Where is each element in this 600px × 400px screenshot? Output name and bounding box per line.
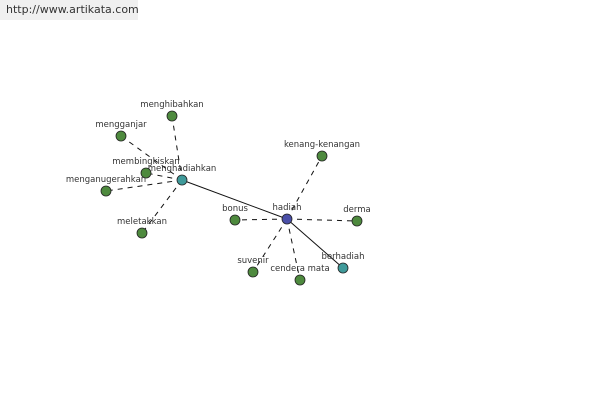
node-menghibahkan[interactable]: menghibahkan [140,100,204,122]
node-suvenir[interactable]: suvenir [237,256,269,278]
node-circle[interactable] [351,215,363,227]
node-meletakkan[interactable]: meletakkan [117,217,167,239]
node-label: derma [343,205,370,215]
node-circle[interactable] [337,262,349,274]
node-circle[interactable] [247,266,259,278]
edge-hadiah-menghadiahkan [181,179,288,220]
node-label: berhadiah [322,252,365,262]
edge-hadiah-bonus [234,218,288,221]
node-label: membingkiskan [112,157,179,167]
node-circle[interactable] [136,227,148,239]
edge-hadiah-suvenir [252,218,288,273]
node-label: suvenir [237,256,269,266]
node-circle[interactable] [281,213,293,225]
edge-menghadiahkan-mengganjar [120,135,183,181]
node-circle[interactable] [294,274,306,286]
node-label: menghadiahkan [148,164,217,174]
edge-menghadiahkan-menganugerahkan [105,179,183,192]
node-mengganjar[interactable]: mengganjar [95,120,147,142]
node-membingkiskan[interactable]: membingkiskan [112,157,180,179]
node-label: meletakkan [117,217,167,227]
node-circle[interactable] [166,110,178,122]
edge-hadiah-berhadiah [286,218,344,269]
node-derma[interactable]: derma [343,205,371,227]
node-circle[interactable] [100,185,112,197]
node-label: bonus [222,204,248,214]
node-label: hadiah [273,203,302,213]
node-cendera-mata[interactable]: cendera mata [270,264,330,286]
edge-menghadiahkan-meletakkan [141,179,183,234]
node-label: mengganjar [95,120,147,130]
edge-hadiah-kenang-kenangan [286,155,323,220]
node-kenang-kenangan[interactable]: kenang-kenangan [284,140,360,162]
node-circle[interactable] [316,150,328,162]
node-berhadiah[interactable]: berhadiah [322,252,365,274]
node-label: menganugerahkan [66,175,146,185]
edge-menghadiahkan-menghibahkan [171,115,183,181]
edge-hadiah-derma [286,218,358,222]
node-menghadiahkan[interactable]: menghadiahkan [148,164,217,186]
node-hadiah[interactable]: hadiah [273,203,302,225]
node-circle[interactable] [229,214,241,226]
node-bonus[interactable]: bonus [222,204,248,226]
node-label: cendera mata [270,264,329,274]
node-circle[interactable] [115,130,127,142]
node-label: menghibahkan [140,100,203,110]
node-label: kenang-kenangan [284,140,360,150]
watermark-url: http://www.artikata.com [0,0,139,20]
node-circle[interactable] [176,174,188,186]
edge-hadiah-cendera-mata [286,218,301,281]
edge-menghadiahkan-membingkiskan [145,172,183,181]
node-menganugerahkan[interactable]: menganugerahkan [66,175,146,197]
node-circle[interactable] [140,167,152,179]
